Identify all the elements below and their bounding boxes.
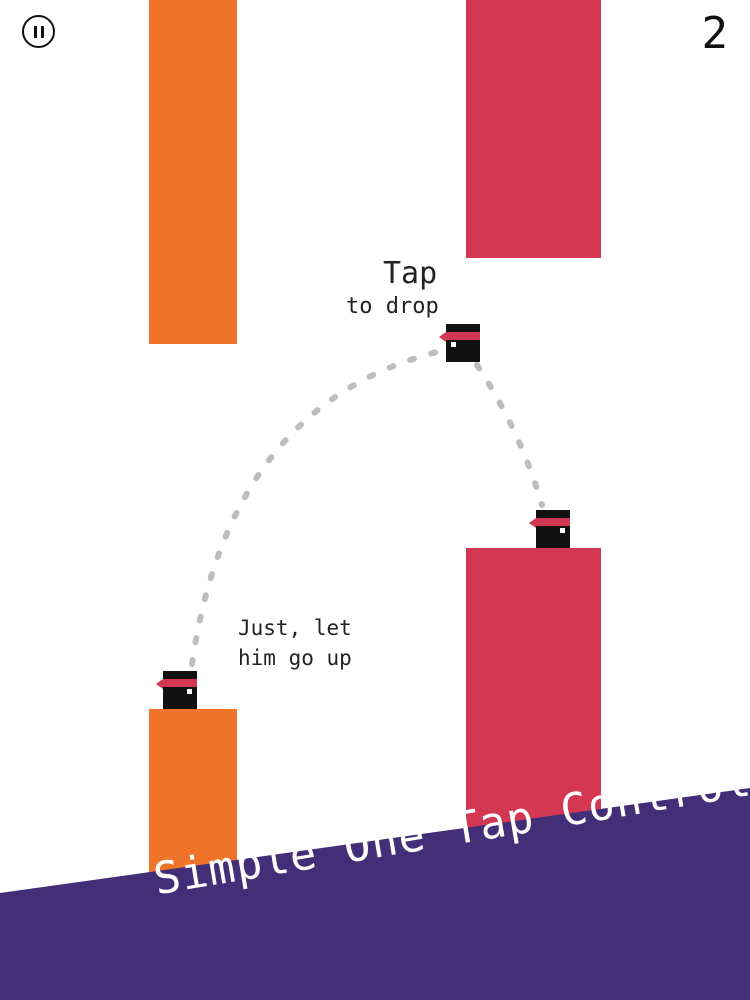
ninja-headband — [536, 518, 570, 526]
pillar-top-right — [466, 0, 601, 258]
hint-tap-title: Tap — [383, 256, 438, 291]
ninja-character-landed — [529, 510, 570, 548]
headband-knot-icon — [156, 679, 163, 689]
pause-icon-bar — [40, 25, 44, 38]
headband-knot-icon — [529, 518, 536, 528]
trajectory-drop — [474, 362, 545, 508]
pillar-top-left — [149, 0, 237, 344]
headband-knot-icon — [439, 332, 446, 342]
hint-go-up-line1: Just, let — [238, 616, 352, 640]
trajectory-arc — [189, 347, 448, 667]
ninja-headband — [163, 679, 197, 687]
hint-tap-subtitle: to drop — [346, 294, 439, 319]
score-counter: 2 — [701, 8, 729, 59]
ninja-character-midair — [439, 324, 480, 362]
hint-go-up: Just, let him go up — [238, 613, 352, 673]
pause-button[interactable] — [22, 15, 55, 48]
ninja-headband — [446, 332, 480, 340]
hint-go-up-line2: him go up — [238, 646, 352, 670]
ninja-character-start — [156, 671, 197, 709]
pause-icon — [33, 25, 37, 38]
